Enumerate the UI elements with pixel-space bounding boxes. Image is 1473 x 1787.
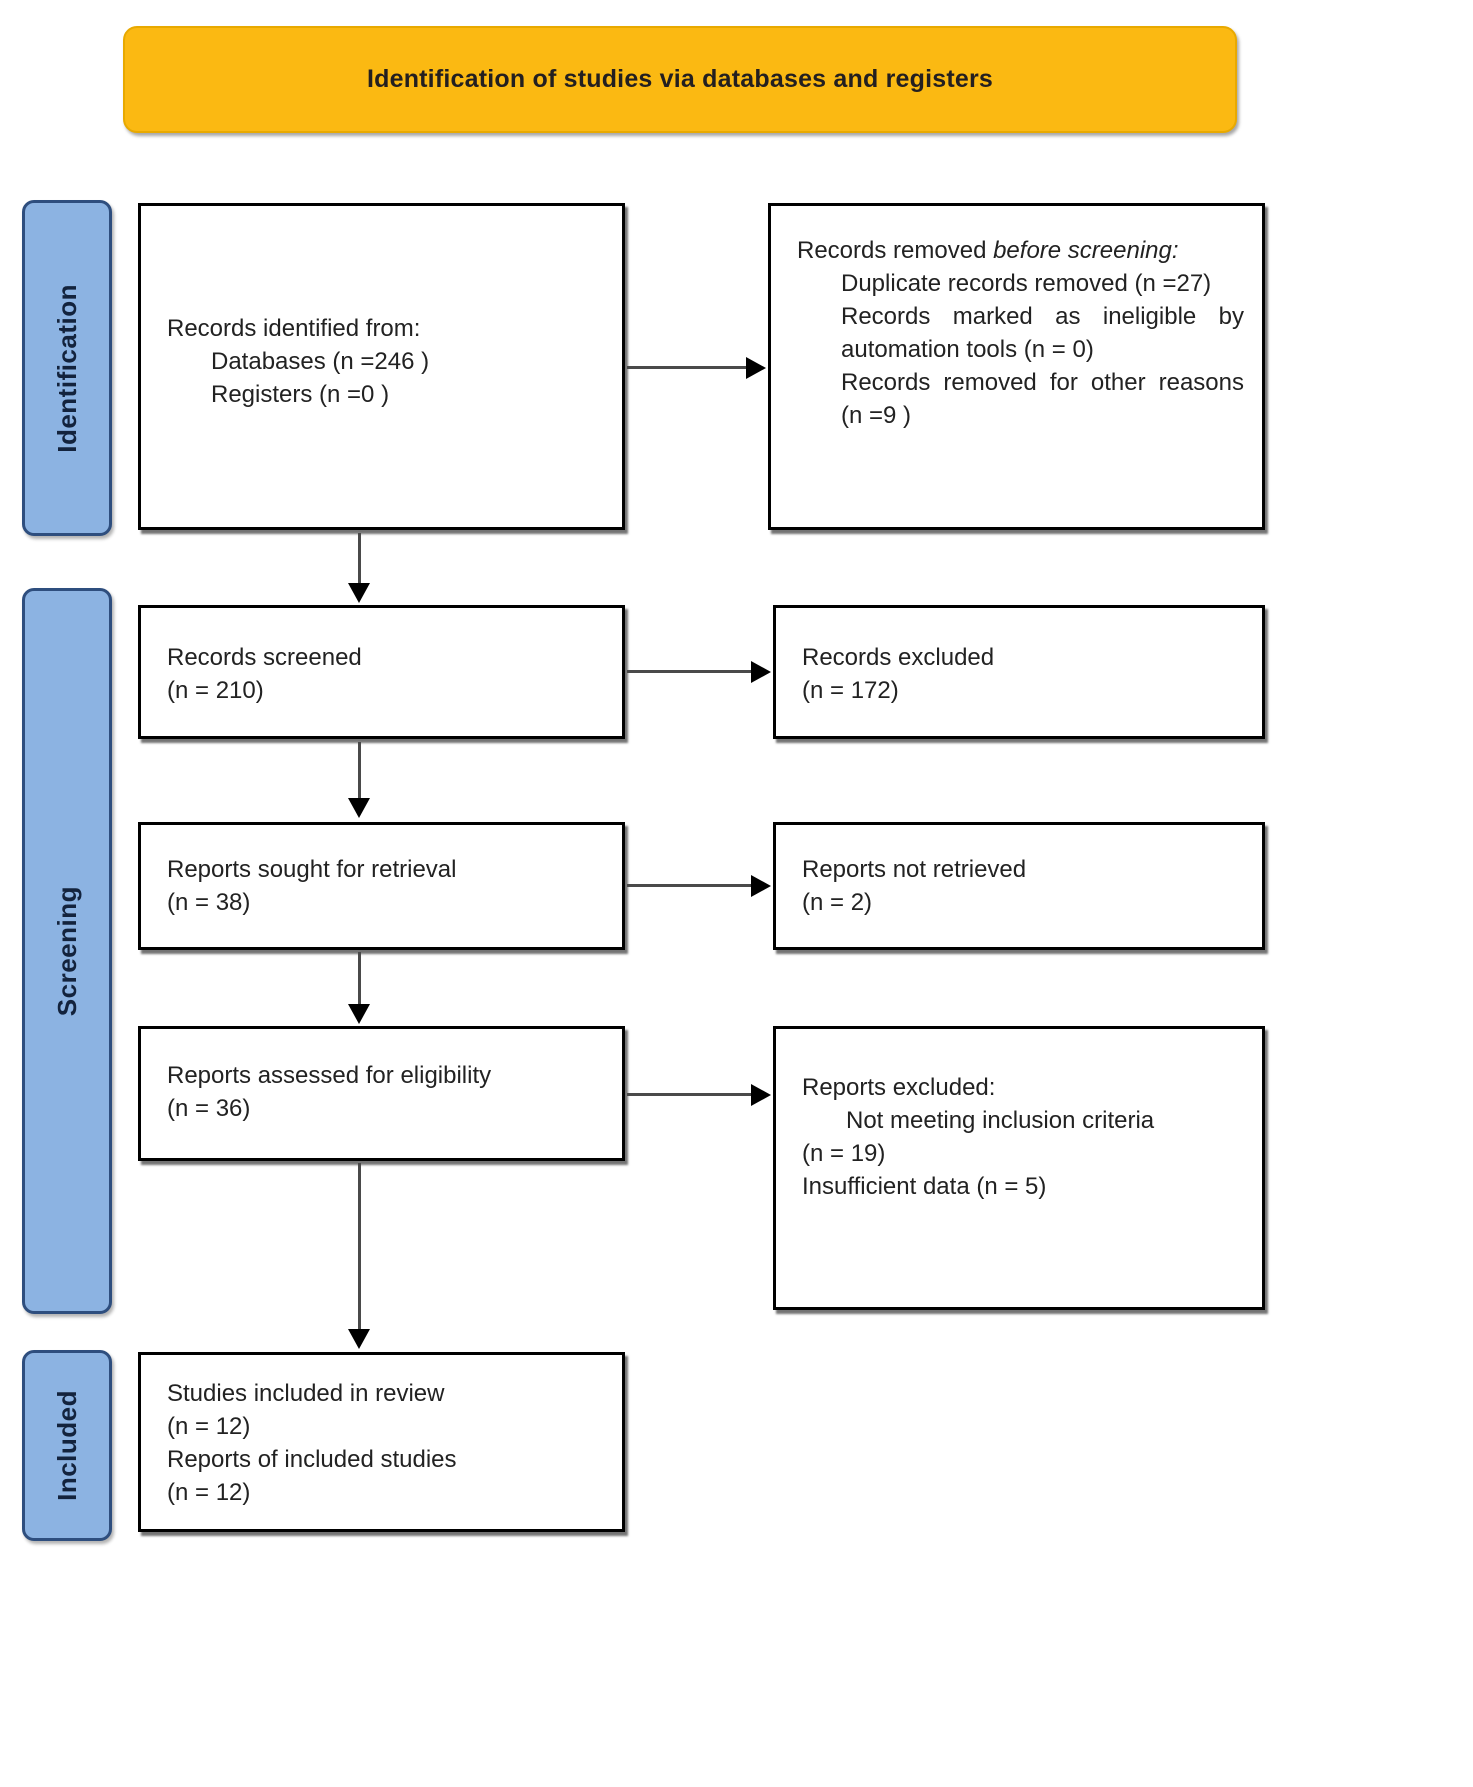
page-title: Identification of studies via databases … xyxy=(366,65,994,93)
records-excluded-label: Records excluded xyxy=(802,644,995,671)
records-identified-databases: Databases (n =246 ) xyxy=(211,348,430,375)
phase-label-included: Included xyxy=(22,1350,112,1541)
phase-label-screening-text: Screening xyxy=(51,885,82,1017)
records-removed-lead-italic: before screening xyxy=(993,237,1172,264)
records-removed-lead-colon: : xyxy=(1171,237,1179,264)
studies-included-count: (n = 12) xyxy=(167,1413,251,1440)
connector-assessed-to-excluded xyxy=(627,1093,753,1096)
records-screened-label: Records screened xyxy=(167,644,362,671)
arrow-identified-to-removed-icon xyxy=(746,357,766,379)
arrow-screened-to-excluded-icon xyxy=(751,661,771,683)
reports-excluded-criteria: Not meeting inclusion criteria xyxy=(846,1107,1155,1134)
reports-excluded-criteria-count: (n = 19) xyxy=(802,1140,886,1167)
box-studies-included-text: Studies included in review (n = 12) Repo… xyxy=(167,1377,604,1509)
box-reports-assessed-for-eligibility: Reports assessed for eligibility (n = 36… xyxy=(138,1026,625,1161)
records-excluded-count: (n = 172) xyxy=(802,677,899,704)
arrow-identified-to-screened-icon xyxy=(348,583,370,603)
reports-assessed-count: (n = 36) xyxy=(167,1095,251,1122)
box-records-removed: Records removed before screening: Duplic… xyxy=(768,203,1265,530)
reports-excluded-label: Reports excluded: xyxy=(802,1074,996,1101)
phase-label-identification: Identification xyxy=(22,200,112,536)
phase-label-included-text: Included xyxy=(51,1390,82,1501)
arrow-sought-to-assessed-icon xyxy=(348,1004,370,1024)
connector-sought-to-not-retrieved xyxy=(627,884,753,887)
reports-of-included-label: Reports of included studies xyxy=(167,1446,457,1473)
box-records-screened-text: Records screened (n = 210) xyxy=(167,641,604,707)
box-reports-excluded: Reports excluded: Not meeting inclusion … xyxy=(773,1026,1265,1310)
records-identified-line1: Records identified from: xyxy=(167,315,421,342)
box-records-excluded-text: Records excluded (n = 172) xyxy=(802,641,1244,707)
reports-not-retrieved-count: (n = 2) xyxy=(802,889,873,916)
records-removed-lead: Records removed xyxy=(797,237,994,264)
phase-label-identification-text: Identification xyxy=(51,283,82,453)
box-reports-sought-for-retrieval: Reports sought for retrieval (n = 38) xyxy=(138,822,625,950)
box-records-screened: Records screened (n = 210) xyxy=(138,605,625,739)
box-reports-sought-text: Reports sought for retrieval (n = 38) xyxy=(167,853,604,919)
box-reports-not-retrieved: Reports not retrieved (n = 2) xyxy=(773,822,1265,950)
reports-of-included-count: (n = 12) xyxy=(167,1479,251,1506)
reports-excluded-insufficient: Insufficient data (n = 5) xyxy=(802,1173,1047,1200)
arrow-screened-to-sought-icon xyxy=(348,798,370,818)
reports-sought-label: Reports sought for retrieval xyxy=(167,856,457,883)
box-records-identified: Records identified from: Databases (n =2… xyxy=(138,203,625,530)
connector-screened-to-sought xyxy=(358,742,361,800)
arrow-assessed-to-included-icon xyxy=(348,1329,370,1349)
connector-identified-to-removed xyxy=(627,366,748,369)
arrow-sought-to-not-retrieved-icon xyxy=(751,875,771,897)
connector-screened-to-excluded xyxy=(627,670,753,673)
box-records-removed-text: Records removed before screening: Duplic… xyxy=(797,234,1244,432)
header-banner: Identification of studies via databases … xyxy=(123,26,1237,133)
box-reports-not-retrieved-text: Reports not retrieved (n = 2) xyxy=(802,853,1244,919)
box-reports-assessed-text: Reports assessed for eligibility (n = 36… xyxy=(167,1059,604,1125)
studies-included-label: Studies included in review xyxy=(167,1380,445,1407)
arrow-assessed-to-excluded-icon xyxy=(751,1084,771,1106)
connector-sought-to-assessed xyxy=(358,952,361,1006)
box-records-identified-text: Records identified from: Databases (n =2… xyxy=(167,312,604,411)
records-identified-registers: Registers (n =0 ) xyxy=(211,381,390,408)
reports-not-retrieved-label: Reports not retrieved xyxy=(802,856,1027,883)
box-studies-included-in-review: Studies included in review (n = 12) Repo… xyxy=(138,1352,625,1532)
reports-assessed-label: Reports assessed for eligibility xyxy=(167,1062,492,1089)
records-removed-other: Records removed for other reasons (n =9 … xyxy=(841,369,1244,429)
records-screened-count: (n = 210) xyxy=(167,677,264,704)
box-reports-excluded-text: Reports excluded: Not meeting inclusion … xyxy=(802,1071,1244,1203)
box-records-excluded: Records excluded (n = 172) xyxy=(773,605,1265,739)
reports-sought-count: (n = 38) xyxy=(167,889,251,916)
connector-identified-to-screened xyxy=(358,533,361,585)
records-removed-duplicates: Duplicate records removed (n =27) xyxy=(841,270,1212,297)
connector-assessed-to-included xyxy=(358,1163,361,1331)
phase-label-screening: Screening xyxy=(22,588,112,1314)
records-removed-automation: Records marked as ineligible by automati… xyxy=(841,303,1244,363)
